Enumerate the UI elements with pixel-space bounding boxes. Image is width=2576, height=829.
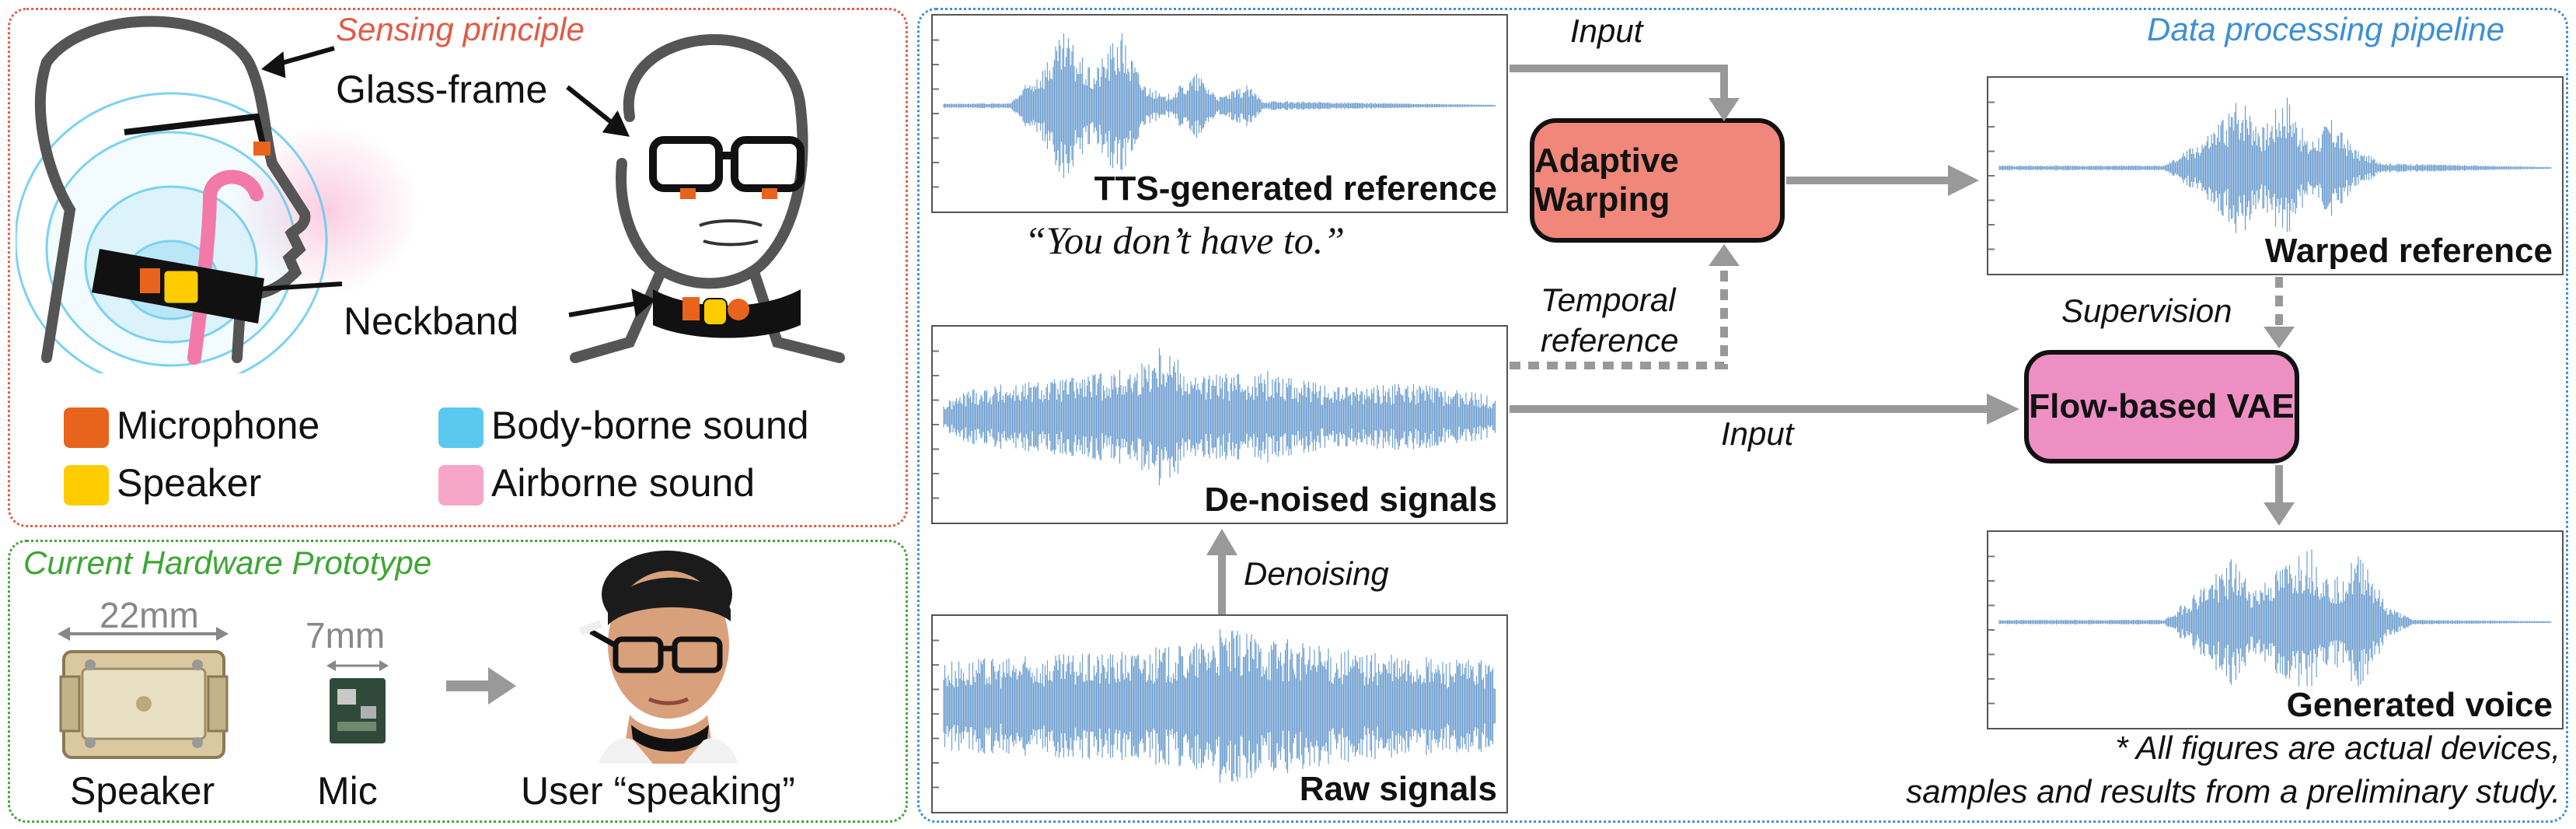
warped-reference-label: Warped reference	[2261, 232, 2556, 271]
generated-voice-label: Generated voice	[2283, 686, 2556, 725]
neckband-label: Neckband	[344, 299, 519, 343]
body-borne-swatch	[438, 408, 483, 448]
user-caption: User “speaking”	[521, 769, 795, 813]
side-head-outline	[41, 16, 311, 363]
microphone-swatch	[64, 408, 109, 448]
denoised-plot: De-noised signals	[931, 325, 1508, 524]
waveform-warped	[1988, 97, 2552, 250]
sensing-illustration	[16, 16, 845, 373]
hardware-to-user-arrow	[446, 667, 516, 705]
legend-microphone: Microphone	[117, 404, 320, 447]
waveform-path	[1998, 549, 2552, 695]
waveform-denoised	[933, 348, 1496, 499]
denoised-label: De-noised signals	[1201, 481, 1500, 519]
neckband-arrows	[198, 277, 656, 317]
generated-voice-plot: Generated voice	[1987, 530, 2564, 729]
waveform-path	[943, 629, 1496, 783]
airborne-swatch	[438, 465, 483, 505]
waveform-path	[1998, 97, 2552, 239]
sensing-title: Sensing principle	[336, 11, 585, 47]
input-label-mid: Input	[1721, 415, 1794, 452]
tts-reference-label: TTS-generated reference	[1091, 170, 1500, 208]
tts-to-warping-arrow	[1510, 65, 1728, 100]
glass-frame-arrows	[260, 46, 630, 137]
raw-label: Raw signals	[1296, 770, 1500, 809]
speaker-device-image	[59, 650, 229, 759]
speaker-caption: Speaker	[70, 769, 215, 813]
temporal-reference-arrow	[1510, 264, 1728, 369]
user-photo	[575, 547, 762, 764]
hardware-panel	[8, 540, 908, 823]
hardware-title: Current Hardware Prototype	[23, 544, 432, 581]
waveform-tts	[933, 33, 1496, 188]
warped-reference-plot: Warped reference	[1987, 76, 2564, 275]
legend-speaker: Speaker	[117, 461, 262, 505]
tts-reference-plot: TTS-generated reference	[931, 14, 1508, 213]
speaker-dimension: 22mm	[99, 595, 199, 635]
denoising-label: Denoising	[1244, 555, 1389, 592]
adaptive-warping-block: Adaptive Warping	[1530, 118, 1785, 243]
sensing-panel	[8, 8, 908, 527]
front-head-outline	[616, 34, 808, 289]
mic-device-image	[330, 678, 386, 743]
mic-dimension-arrow	[326, 660, 389, 671]
pipeline-panel	[917, 8, 2568, 823]
speaker-swatch	[64, 465, 109, 505]
waveform-generated	[1988, 549, 2552, 705]
tts-quote: “You don’t have to.”	[1024, 219, 1346, 262]
speaker-dimension-arrow	[58, 627, 229, 641]
legend-airborne: Airborne sound	[491, 461, 756, 505]
footnote-line-2: samples and results from a preliminary s…	[1906, 773, 2560, 810]
input-label-top: Input	[1570, 12, 1643, 49]
waveform-raw	[933, 629, 1496, 789]
supervision-label: Supervision	[2061, 292, 2232, 329]
flow-vae-block: Flow-based VAE	[2024, 350, 2299, 463]
mic-caption: Mic	[317, 769, 378, 813]
side-glasses-icon	[124, 113, 266, 145]
waveform-path	[943, 348, 1496, 486]
glass-frame-label: Glass-frame	[336, 68, 548, 111]
raw-plot: Raw signals	[931, 614, 1508, 813]
footnote-line-1: * All figures are actual devices,	[2115, 729, 2560, 766]
mic-dimension: 7mm	[305, 615, 386, 656]
legend-body-borne: Body-borne sound	[491, 404, 809, 447]
waveform-path	[943, 33, 1496, 179]
pipeline-title: Data processing pipeline	[2147, 11, 2504, 47]
temporal-label-2: reference	[1541, 322, 1679, 359]
temporal-label-1: Temporal	[1541, 282, 1676, 318]
